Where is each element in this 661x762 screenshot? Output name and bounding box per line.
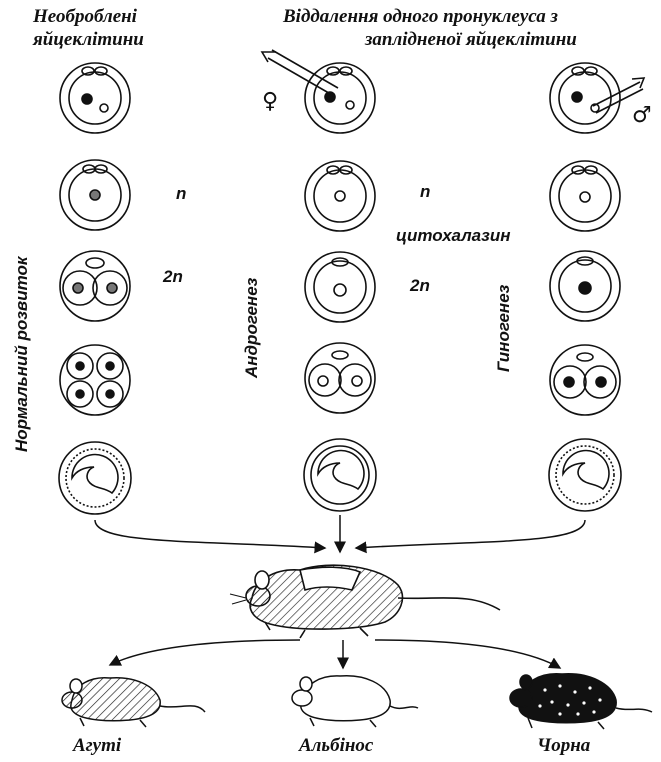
egg-left-2 (59, 159, 131, 231)
egg-right-4 (549, 344, 621, 416)
header-right-line2: заплідненої яйцеклітини (365, 29, 577, 50)
egg-right-2 (549, 160, 621, 232)
pipette-center (260, 49, 339, 97)
egg-left-3 (59, 250, 131, 322)
header-right-line1: Віддалення одного пронуклеуса з (283, 6, 558, 27)
label-n-left: n (176, 184, 187, 203)
egg-right-3 (549, 250, 621, 322)
agouti-mouse (61, 677, 206, 728)
label-cytochalasin: цитохалазин (396, 226, 511, 245)
pipette-right (592, 77, 646, 114)
diverging-arrows (108, 639, 562, 670)
outcome-black: Чорна (537, 735, 591, 756)
side-label-gyno: Гиногенез (494, 284, 513, 372)
male-symbol: ♂ (632, 103, 652, 128)
egg-center-2 (304, 160, 376, 232)
egg-left-1 (59, 62, 131, 134)
side-label-normal: Нормальний розвиток (12, 256, 31, 452)
albino-mouse (291, 675, 419, 728)
converging-arrows (94, 515, 586, 554)
female-symbol: ♀ (262, 89, 278, 114)
egg-center-4 (304, 342, 376, 414)
blastocyst-left (58, 441, 132, 515)
egg-right-1 (549, 62, 621, 134)
label-2n-left: 2n (163, 267, 183, 286)
label-n-right: n (420, 182, 431, 201)
egg-center-1 (304, 62, 376, 134)
header-left-line1: Необроблені (33, 6, 137, 27)
chimera-mouse (229, 564, 501, 639)
outcome-albino: Альбінос (299, 735, 374, 756)
egg-left-4 (59, 344, 131, 416)
blastocyst-center (303, 438, 377, 512)
header-left-line2: яйцеклітини (33, 29, 144, 50)
blastocyst-right (548, 438, 622, 512)
egg-center-3 (304, 251, 376, 323)
label-2n-right: 2n (410, 276, 430, 295)
side-label-andro: Андрогенез (242, 277, 261, 378)
black-mouse (509, 673, 653, 730)
outcome-agouti: Агуті (73, 735, 122, 756)
